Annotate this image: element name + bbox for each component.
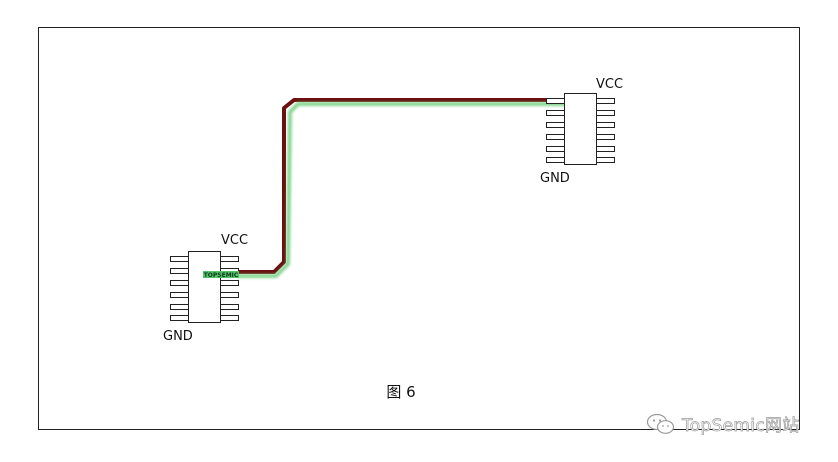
diagram-frame [38, 27, 800, 430]
chip-left-gnd-label: GND [163, 329, 193, 344]
chip-left-vcc-label: VCC [221, 233, 248, 248]
chip-right-gnd-label: GND [540, 171, 570, 186]
chip-right-body [564, 93, 597, 165]
chip-left-marker [203, 271, 239, 278]
routed-trace [236, 98, 574, 278]
chip-right[interactable]: VCC GND [540, 77, 623, 186]
chip-left-body [188, 251, 221, 323]
watermark: TopSemic网站 [646, 411, 800, 436]
chip-left-marker-text: TOPSEMIC [204, 272, 239, 279]
chip-right-pins [546, 98, 615, 163]
wechat-icon [646, 413, 675, 434]
chip-right-vcc-label: VCC [596, 77, 623, 92]
watermark-text: TopSemic网站 [682, 416, 800, 437]
figure-caption: 图 6 [386, 383, 415, 401]
chip-left[interactable]: TOPSEMIC VCC GND [163, 233, 248, 344]
